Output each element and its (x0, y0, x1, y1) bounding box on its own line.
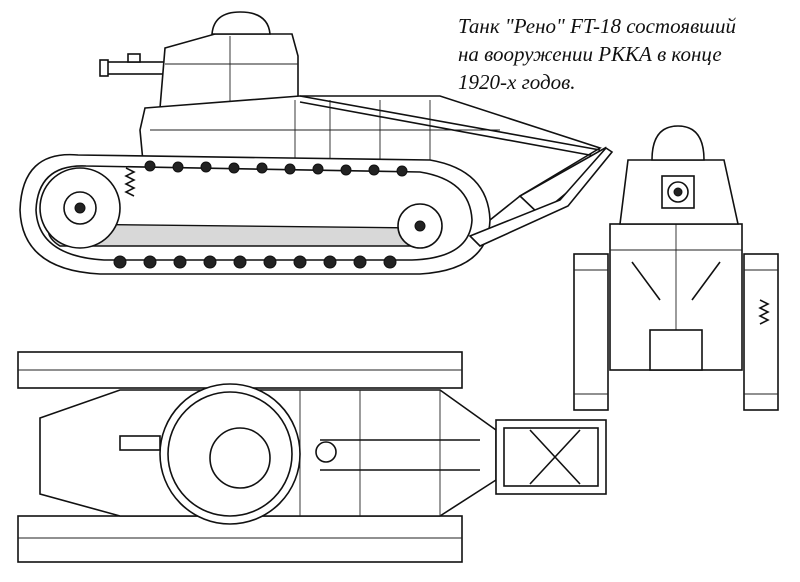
front-track-right (743, 253, 779, 411)
front-view (573, 125, 779, 411)
side-track (19, 153, 491, 275)
top-gun (119, 435, 161, 451)
top-tail-skid (495, 419, 607, 495)
side-return-rollers (144, 160, 408, 177)
drawing-caption: Танк "Рено" FT-18 состоявший на вооружен… (458, 12, 794, 96)
caption-line-1: Танк "Рено" FT-18 состоявший (458, 14, 737, 38)
side-gun (99, 53, 167, 77)
side-turret (159, 11, 299, 109)
caption-line-2: на вооружении РККА в конце (458, 42, 722, 66)
front-track-left (573, 253, 609, 411)
top-view (17, 351, 607, 563)
caption-line-3: 1920-х годов. (458, 70, 576, 94)
side-view (19, 11, 614, 275)
side-road-wheels (113, 255, 397, 269)
side-tail-skid (468, 146, 614, 247)
